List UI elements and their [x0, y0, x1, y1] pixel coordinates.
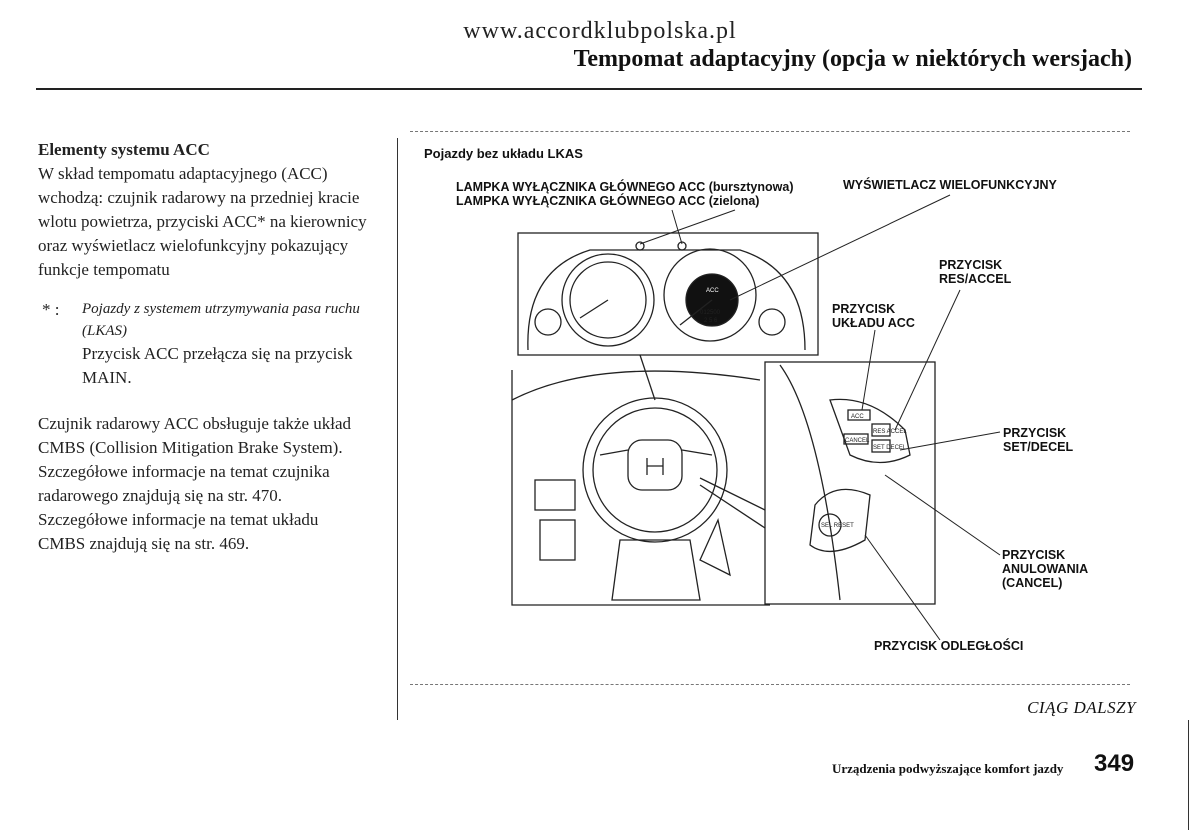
- callout-set-decel: PRZYCISK SET/DECEL: [1003, 426, 1073, 454]
- callout-res-line2: RES/ACCEL: [939, 272, 1012, 286]
- cancel-button: CANCEL: [845, 438, 870, 444]
- acc-lamp-green: [677, 241, 687, 251]
- odometer-label: 012500: [700, 310, 721, 316]
- radar-paragraph: Czujnik radarowy ACC obsługuje także ukł…: [38, 414, 352, 553]
- footnote: * : Pojazdy z systemem utrzymywania pasa…: [38, 298, 368, 390]
- trip-label: 2 5 6: [704, 318, 718, 324]
- leader-amber: [671, 209, 683, 245]
- callout-distance: PRZYCISK ODLEGŁOŚCI: [874, 639, 1024, 653]
- cluster-inset: [517, 232, 819, 356]
- leader-green: [639, 209, 736, 245]
- footnote-marker: * :: [42, 300, 60, 319]
- callout-cancel-line3: (CANCEL): [1002, 576, 1063, 590]
- callout-cancel: PRZYCISK ANULOWANIA (CANCEL): [1002, 548, 1088, 590]
- page-edge-rule: [1188, 720, 1189, 830]
- left-column: Elementy systemu ACC W skład tempomatu a…: [38, 138, 368, 556]
- res-accel-button: RES ACCEL: [873, 429, 907, 435]
- controls-inset: [764, 361, 936, 605]
- leader-acc: [861, 329, 876, 411]
- pedal: [699, 517, 731, 577]
- leader-cancel: [884, 474, 1001, 556]
- callout-acc-line2: UKŁADU ACC: [832, 316, 915, 330]
- callout-acc-button: PRZYCISK UKŁADU ACC: [832, 302, 915, 330]
- tachometer: [663, 248, 757, 342]
- footnote-text: Przycisk ACC przełącza się na przycisk M…: [82, 344, 353, 387]
- distance-button: SEL RESET: [821, 523, 854, 529]
- distance-switch-cluster: [809, 488, 871, 552]
- callout-lamp-green: LAMPKA WYŁĄCZNIKA GŁÓWNEGO ACC (zielona): [456, 194, 760, 208]
- wheel-hub: [627, 439, 683, 491]
- intro-paragraph: W skład tempomatu adaptacyjnego (ACC) wc…: [38, 164, 367, 279]
- footer-chapter: Urządzenia podwyższające komfort jazdy: [832, 761, 1064, 776]
- column-divider: [397, 138, 398, 720]
- leader-display: [729, 194, 951, 301]
- acc-lamp-amber: [635, 241, 645, 251]
- display-acc-label: ACC: [706, 288, 719, 294]
- cluster-hood: [527, 249, 806, 351]
- steering-wheel: [582, 397, 728, 543]
- page-number: 349: [1094, 750, 1135, 777]
- callout-lamp-amber: LAMPKA WYŁĄCZNIKA GŁÓWNEGO ACC (bursztyn…: [456, 180, 794, 194]
- leader-res: [894, 289, 961, 431]
- figure-caption: Pojazdy bez układu LKAS: [424, 146, 583, 161]
- callout-res-line1: PRZYCISK: [939, 258, 1003, 272]
- callout-multi-display: WYŚWIETLACZ WIELOFUNKCYJNY: [843, 178, 1057, 192]
- speedometer: [561, 253, 655, 347]
- section-title: Tempomat adaptacyjny (opcja w niektórych…: [573, 46, 1132, 72]
- acc-button: ACC: [851, 414, 864, 420]
- callout-set-line2: SET/DECEL: [1003, 440, 1074, 454]
- acc-switch-cluster: [829, 398, 911, 464]
- callout-cancel-line1: PRZYCISK: [1002, 548, 1066, 562]
- leader-distance: [864, 534, 941, 641]
- continued-label: CIĄG DALSZY: [1027, 698, 1136, 717]
- header-rule: [36, 88, 1142, 90]
- callout-res-accel: PRZYCISK RES/ACCEL: [939, 258, 1011, 286]
- figure-frame: [410, 131, 1130, 685]
- leader-set: [899, 431, 1001, 451]
- callout-acc-line1: PRZYCISK: [832, 302, 896, 316]
- set-decel-button: SET DECEL: [873, 445, 907, 451]
- steering-column: [611, 539, 701, 601]
- callout-set-line1: PRZYCISK: [1003, 426, 1067, 440]
- callout-cancel-line2: ANULOWANIA: [1002, 562, 1089, 576]
- footnote-condition: Pojazdy z systemem utrzymywania pasa ruc…: [82, 301, 360, 339]
- site-url: www.accordklubpolska.pl: [463, 18, 737, 44]
- section-heading: Elementy systemu ACC: [38, 140, 210, 159]
